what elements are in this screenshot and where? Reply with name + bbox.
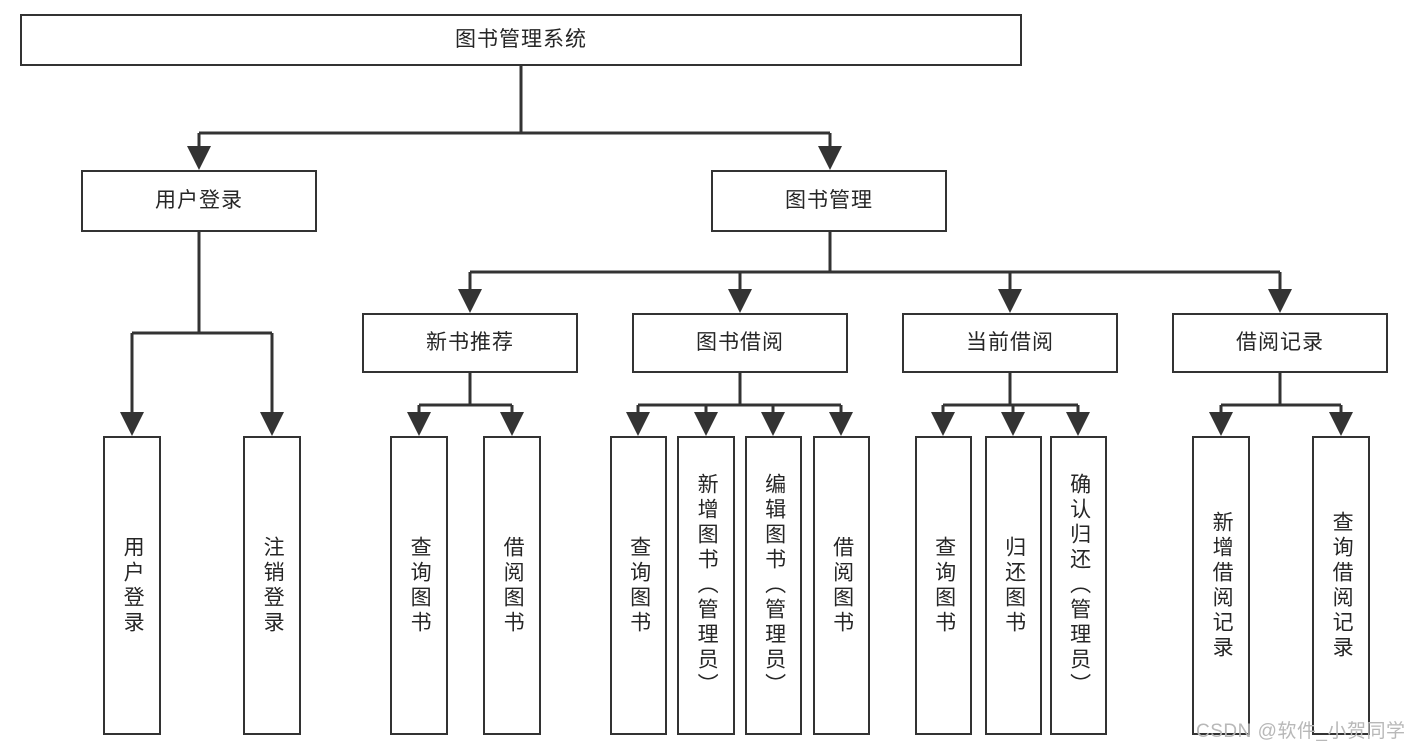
leaf-label: 新增借阅记录 xyxy=(1210,510,1234,661)
leaf-query-book-newbook[interactable]: 查询图书 xyxy=(390,436,448,735)
leaf-label: 确认归还（管理员） xyxy=(1067,473,1091,698)
leaf-label: 借阅图书 xyxy=(830,535,854,636)
leaf-query-book-current[interactable]: 查询图书 xyxy=(915,436,972,735)
node-current-borrow-label: 当前借阅 xyxy=(966,331,1054,355)
leaf-borrow-book-newbook[interactable]: 借阅图书 xyxy=(483,436,541,735)
leaf-label: 查询图书 xyxy=(627,535,651,636)
leaf-edit-book-admin[interactable]: 编辑图书（管理员） xyxy=(745,436,802,735)
leaf-label: 归还图书 xyxy=(1002,535,1026,636)
watermark-text: CSDN @软件_小贺同学 xyxy=(1196,721,1405,742)
leaf-add-borrow-record[interactable]: 新增借阅记录 xyxy=(1192,436,1250,735)
leaf-label: 查询图书 xyxy=(932,535,956,636)
leaf-label: 新增图书（管理员） xyxy=(695,473,719,698)
node-borrow-record[interactable]: 借阅记录 xyxy=(1172,313,1388,373)
leaf-query-book-borrow[interactable]: 查询图书 xyxy=(610,436,667,735)
node-borrow-record-label: 借阅记录 xyxy=(1236,331,1324,355)
leaf-label: 借阅图书 xyxy=(501,535,525,636)
node-new-book-recommend-label: 新书推荐 xyxy=(426,331,514,355)
leaf-user-login[interactable]: 用户登录 xyxy=(103,436,161,735)
node-book-management-label: 图书管理 xyxy=(785,189,873,213)
node-root[interactable]: 图书管理系统 xyxy=(20,14,1022,66)
leaf-label: 编辑图书（管理员） xyxy=(762,473,786,698)
node-user-login-label: 用户登录 xyxy=(155,189,243,213)
node-book-borrow-label: 图书借阅 xyxy=(696,331,784,355)
leaf-label: 注销登录 xyxy=(261,535,285,636)
node-new-book-recommend[interactable]: 新书推荐 xyxy=(362,313,578,373)
leaf-confirm-return-admin[interactable]: 确认归还（管理员） xyxy=(1050,436,1107,735)
leaf-query-borrow-record[interactable]: 查询借阅记录 xyxy=(1312,436,1370,735)
node-book-borrow[interactable]: 图书借阅 xyxy=(632,313,848,373)
leaf-borrow-book[interactable]: 借阅图书 xyxy=(813,436,870,735)
leaf-label: 查询借阅记录 xyxy=(1330,510,1354,661)
leaf-label: 查询图书 xyxy=(408,535,432,636)
node-root-label: 图书管理系统 xyxy=(455,28,587,52)
node-book-management[interactable]: 图书管理 xyxy=(711,170,947,232)
leaf-logout[interactable]: 注销登录 xyxy=(243,436,301,735)
leaf-return-book[interactable]: 归还图书 xyxy=(985,436,1042,735)
leaf-label: 用户登录 xyxy=(121,535,145,636)
node-current-borrow[interactable]: 当前借阅 xyxy=(902,313,1118,373)
node-user-login[interactable]: 用户登录 xyxy=(81,170,317,232)
leaf-add-book-admin[interactable]: 新增图书（管理员） xyxy=(677,436,735,735)
